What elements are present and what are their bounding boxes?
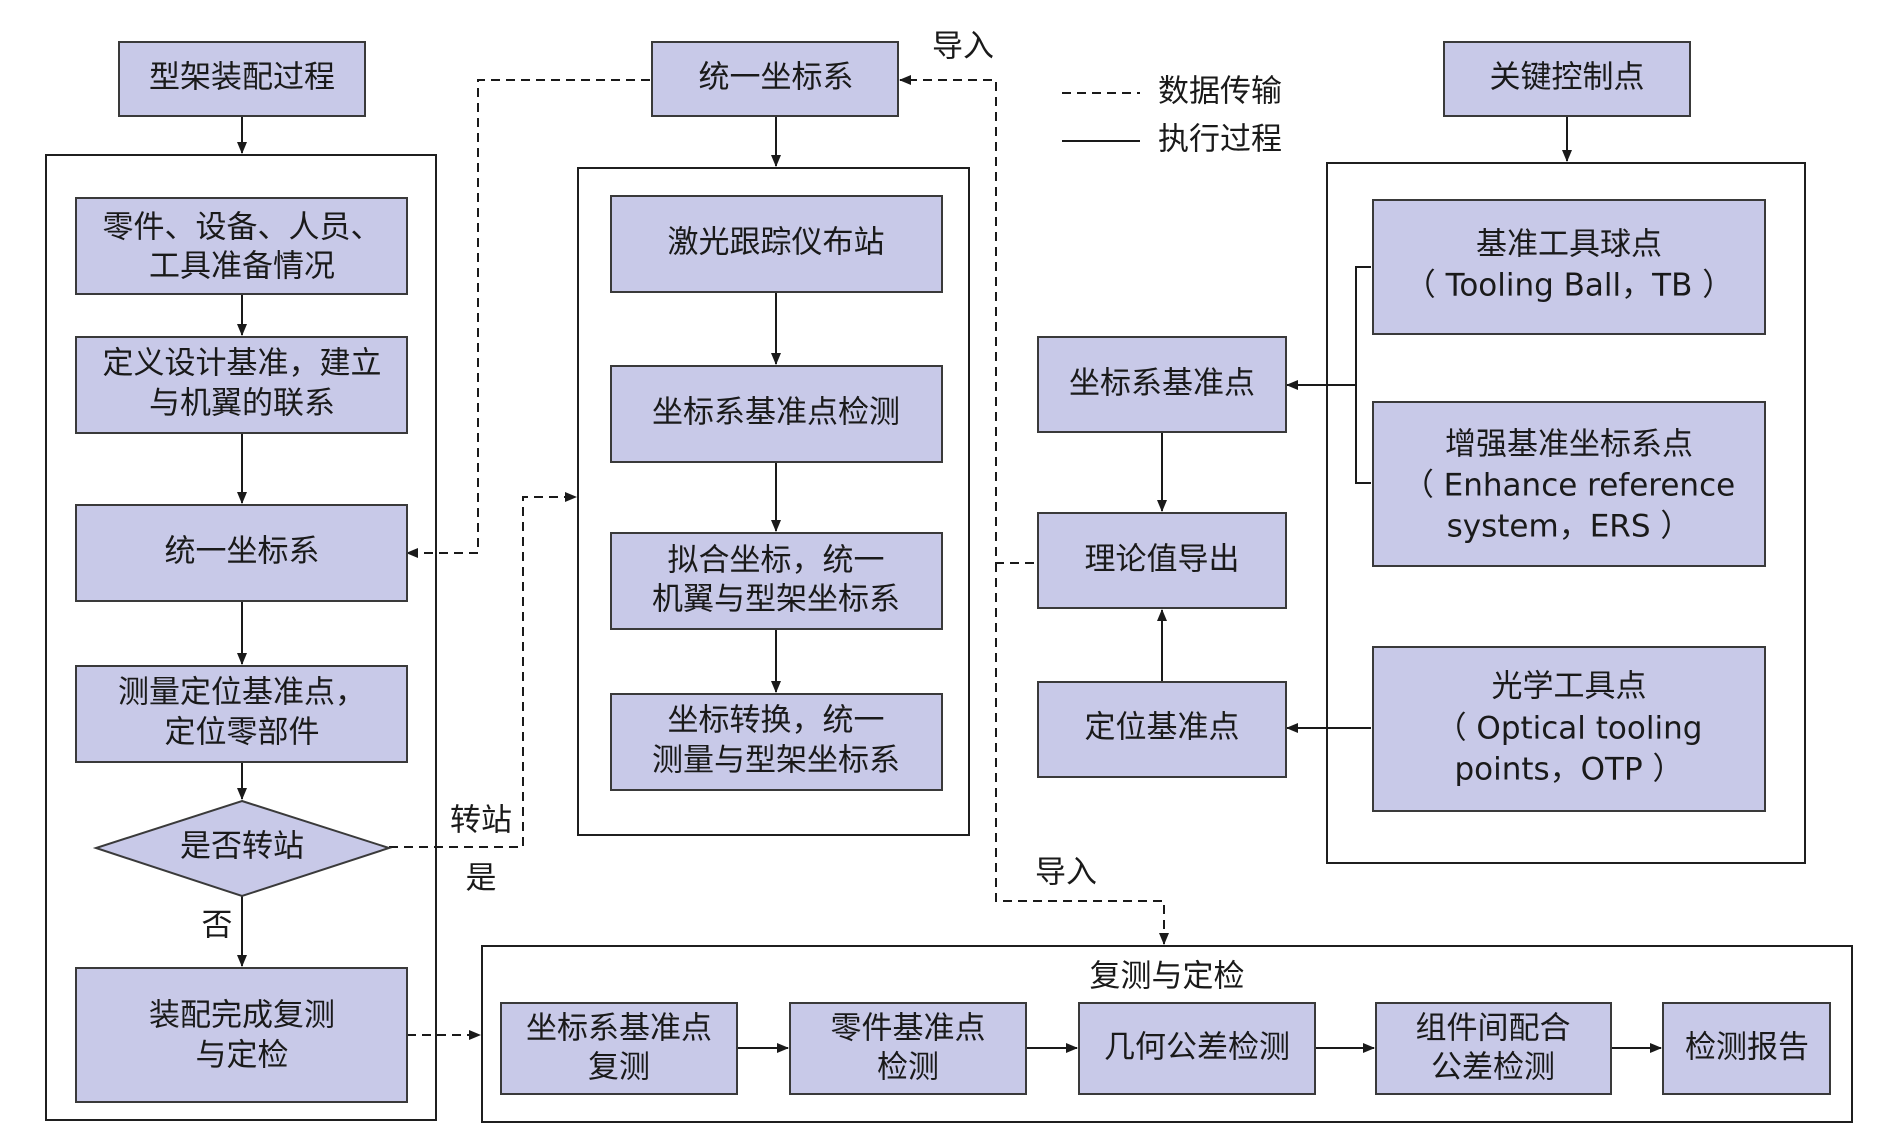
node-tooling-ball: 基准工具球点 （ Tooling Ball，TB ）: [1372, 199, 1766, 335]
node-measure-locate: 测量定位基准点， 定位零部件: [75, 665, 408, 763]
edge-label-import-top: 导入: [932, 29, 994, 65]
svg-text:拟合坐标，统一: 拟合坐标，统一: [668, 543, 885, 579]
svg-text:定位零部件: 定位零部件: [165, 715, 320, 751]
svg-text:机翼与型架坐标系: 机翼与型架坐标系: [652, 582, 900, 618]
svg-text:组件间配合: 组件间配合: [1416, 1011, 1571, 1047]
edge-label-yes: 是: [466, 861, 497, 897]
svg-text:system，ERS ）: system，ERS ）: [1447, 509, 1692, 545]
edge-label-transfer: 转站: [450, 803, 512, 839]
node-key-points: 关键控制点: [1443, 41, 1691, 117]
node-part-check: 零件基准点 检测: [789, 1002, 1027, 1095]
node-otp: 光学工具点 （ Optical tooling points，OTP ）: [1372, 646, 1766, 812]
node-unify-top: 统一坐标系: [651, 41, 899, 117]
node-transfer-decision: 是否转站: [92, 799, 393, 898]
svg-text:与定检: 与定检: [196, 1038, 289, 1074]
svg-text:增强基准坐标系点: 增强基准坐标系点: [1445, 427, 1693, 463]
node-assembly-process: 型架装配过程: [118, 41, 366, 117]
svg-text:（ Tooling Ball，TB ）: （ Tooling Ball，TB ）: [1405, 268, 1733, 304]
svg-text:（ Optical tooling: （ Optical tooling: [1436, 711, 1703, 747]
node-define-datum: 定义设计基准，建立 与机翼的联系: [75, 336, 408, 434]
svg-text:是否转站: 是否转站: [180, 829, 304, 865]
svg-text:坐标转换，统一: 坐标转换，统一: [668, 703, 885, 739]
svg-text:工具准备情况: 工具准备情况: [149, 249, 335, 285]
node-locate-datum: 定位基准点: [1037, 681, 1287, 778]
svg-text:几何公差检测: 几何公差检测: [1104, 1030, 1290, 1066]
svg-text:基准工具球点: 基准工具球点: [1476, 227, 1662, 263]
node-theory-export: 理论值导出: [1037, 512, 1287, 609]
svg-text:统一坐标系: 统一坐标系: [165, 534, 320, 570]
node-report: 检测报告: [1662, 1002, 1831, 1095]
node-unify-left: 统一坐标系: [75, 504, 408, 602]
node-laser-station: 激光跟踪仪布站: [610, 195, 943, 293]
legend-execution-label: 执行过程: [1158, 122, 1282, 158]
svg-text:复测: 复测: [588, 1050, 650, 1086]
svg-text:零件、设备、人员、: 零件、设备、人员、: [103, 210, 382, 246]
middle-unify-frame: [577, 167, 970, 836]
svg-text:坐标系基准点: 坐标系基准点: [1069, 366, 1255, 402]
svg-text:检测报告: 检测报告: [1685, 1030, 1809, 1066]
node-cs-datum-check: 坐标系基准点检测: [610, 365, 943, 463]
svg-text:零件基准点: 零件基准点: [831, 1011, 986, 1047]
svg-text:测量与型架坐标系: 测量与型架坐标系: [652, 743, 900, 779]
svg-text:装配完成复测: 装配完成复测: [149, 998, 335, 1034]
svg-text:与机翼的联系: 与机翼的联系: [149, 386, 335, 422]
legend: 数据传输 执行过程: [1062, 74, 1282, 158]
svg-text:定义设计基准，建立: 定义设计基准，建立: [103, 346, 382, 382]
svg-text:理论值导出: 理论值导出: [1085, 542, 1240, 578]
svg-text:公差检测: 公差检测: [1431, 1050, 1555, 1086]
execution-edges: [237, 116, 1662, 1053]
recheck-frame-title: 复测与定检: [1090, 959, 1245, 995]
svg-text:激光跟踪仪布站: 激光跟踪仪布站: [668, 225, 885, 261]
svg-text:型架装配过程: 型架装配过程: [149, 60, 335, 96]
node-cs-recheck: 坐标系基准点 复测: [500, 1002, 738, 1095]
recheck-frame: [481, 945, 1853, 1123]
node-preparation: 零件、设备、人员、 工具准备情况: [75, 197, 408, 295]
edge-label-import-bottom: 导入: [1035, 855, 1097, 891]
node-recheck-done: 装配完成复测 与定检: [75, 967, 408, 1103]
node-cs-datum-point: 坐标系基准点: [1037, 336, 1287, 433]
svg-text:测量定位基准点，: 测量定位基准点，: [118, 675, 366, 711]
node-component-tolerance: 组件间配合 公差检测: [1375, 1002, 1612, 1095]
svg-text:（ Enhance reference: （ Enhance reference: [1403, 468, 1735, 504]
data-transfer-edges: [389, 75, 1169, 1040]
node-coord-transform: 坐标转换，统一 测量与型架坐标系: [610, 693, 943, 791]
svg-text:统一坐标系: 统一坐标系: [699, 60, 854, 96]
edge-label-no: 否: [202, 908, 233, 944]
svg-text:关键控制点: 关键控制点: [1490, 60, 1645, 96]
node-geo-tolerance: 几何公差检测: [1078, 1002, 1316, 1095]
node-fit-coords: 拟合坐标，统一 机翼与型架坐标系: [610, 532, 943, 630]
node-ers: 增强基准坐标系点 （ Enhance reference system，ERS …: [1372, 401, 1766, 567]
svg-text:points，OTP ）: points，OTP ）: [1454, 752, 1683, 788]
svg-text:检测: 检测: [877, 1050, 939, 1086]
svg-text:定位基准点: 定位基准点: [1085, 710, 1240, 746]
right-key-points-frame: [1326, 162, 1806, 864]
svg-text:光学工具点: 光学工具点: [1492, 669, 1647, 705]
left-process-frame: [45, 154, 437, 1121]
legend-data-transfer-label: 数据传输: [1158, 74, 1282, 110]
svg-text:坐标系基准点: 坐标系基准点: [526, 1011, 712, 1047]
svg-text:坐标系基准点检测: 坐标系基准点检测: [652, 395, 900, 431]
